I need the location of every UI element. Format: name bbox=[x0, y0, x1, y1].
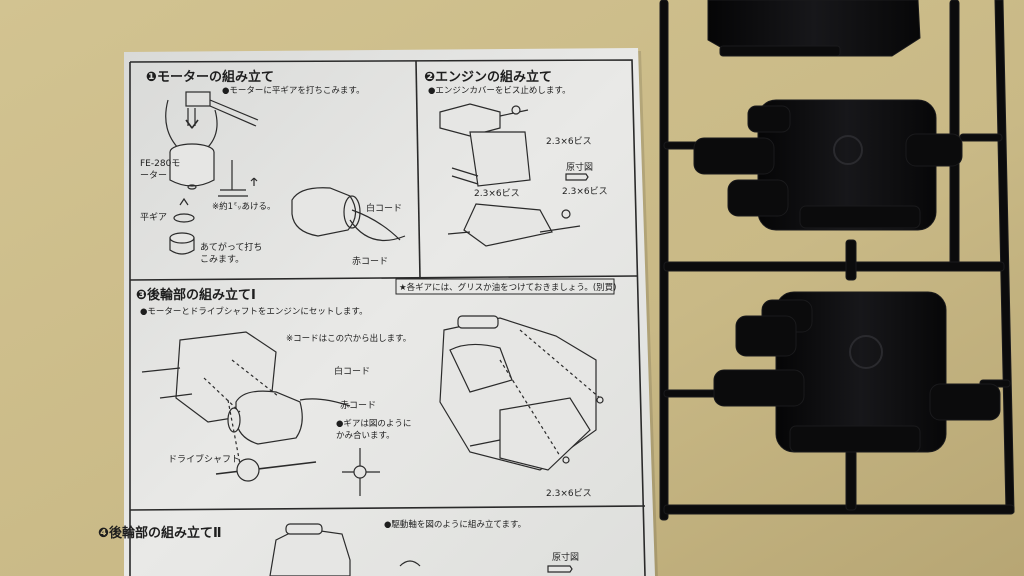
press-note: あてがって打ちこみます。 bbox=[200, 243, 263, 265]
step3-red-cord: 赤コード bbox=[340, 401, 377, 411]
step3-title: ❸後輪部の組み立てⅠ bbox=[136, 288, 256, 303]
step2-note: ●エンジンカバーをビス止めします。 bbox=[428, 86, 571, 96]
step3-white-cord: 白コード bbox=[334, 367, 371, 377]
step2-illustration bbox=[439, 103, 589, 247]
parts-sprue bbox=[659, 0, 1015, 521]
step4-note: ●駆動軸を図のように組み立てます。 bbox=[384, 520, 527, 530]
screw-label-left: 2.3×6ビス bbox=[474, 189, 520, 199]
gear-mesh-note: ●ギアは図のようにかみ合います。 bbox=[336, 419, 412, 441]
step4-title: ❹後輪部の組み立てⅡ bbox=[98, 526, 222, 541]
step1-red-cord: 赤コード bbox=[352, 257, 389, 267]
step4-illustration bbox=[269, 523, 573, 576]
gear-label: 平ギア bbox=[140, 213, 168, 223]
step1-title: ❶モーターの組み立て bbox=[146, 70, 275, 85]
motor-label: FE-280モーター bbox=[140, 159, 181, 181]
cord-note: ※コードはこの穴から出します。 bbox=[286, 334, 412, 344]
step1-white-cord: 白コード bbox=[366, 204, 403, 214]
step2-title: ❷エンジンの組み立て bbox=[424, 70, 553, 85]
step4-actual-size: 原寸図 bbox=[552, 553, 580, 563]
screw-label-right: 2.3×6ビス bbox=[546, 137, 592, 147]
gap-note: ※約1㍉あける。 bbox=[212, 202, 276, 212]
step3-screw-label: 2.3×6ビス bbox=[546, 489, 592, 499]
screw-actual-label: 2.3×6ビス bbox=[562, 187, 608, 197]
drive-shaft-label: ドライブシャフト bbox=[168, 455, 241, 465]
grease-note: ★各ギアには、グリスか油をつけておきましょう。(別買) bbox=[399, 283, 617, 293]
step1-note: ●モーターに平ギアを打ちこみます。 bbox=[222, 86, 365, 96]
step3-note: ●モーターとドライブシャフトをエンジンにセットします。 bbox=[140, 307, 368, 317]
step3-illustration bbox=[141, 315, 604, 496]
step1-illustration bbox=[165, 91, 406, 255]
engine-part-bottom bbox=[713, 291, 1001, 453]
engine-part-middle bbox=[693, 99, 963, 231]
actual-size-label: 原寸図 bbox=[566, 163, 594, 173]
